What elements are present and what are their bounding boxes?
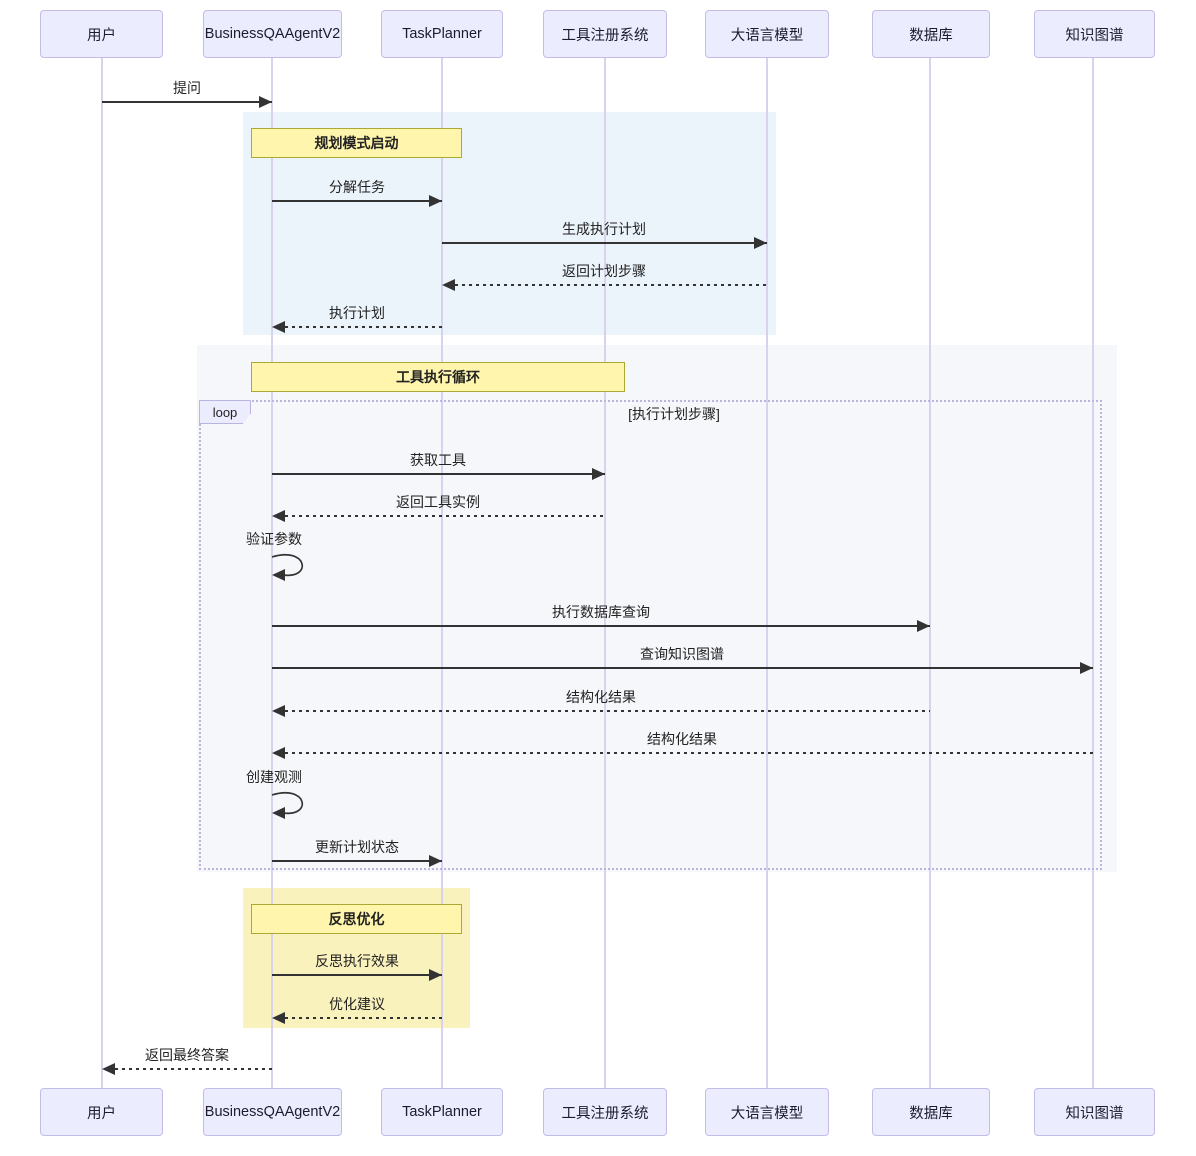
participant-label: 工具注册系统: [561, 27, 649, 44]
message-label: 生成执行计划: [562, 221, 646, 237]
participant-knowledge-graph-top: 知识图谱: [1034, 10, 1155, 58]
participant-database-top: 数据库: [872, 10, 990, 58]
participant-user-bottom: 用户: [40, 1088, 163, 1136]
message-line: [285, 752, 1093, 754]
arrowhead-left-icon: [272, 1012, 285, 1024]
message-label: 分解任务: [329, 179, 385, 195]
participant-label: 用户: [87, 27, 116, 44]
arrowhead-right-icon: [429, 969, 442, 981]
lifeline-tool-registry: [604, 58, 606, 1088]
lifeline-database: [929, 58, 931, 1088]
note-tool-loop: 工具执行循环: [251, 362, 625, 392]
arrowhead-right-icon: [259, 96, 272, 108]
self-loop-arrow-icon: [271, 554, 304, 581]
arrowhead-left-icon: [102, 1063, 115, 1075]
message-line: [272, 473, 605, 475]
message-line: [455, 284, 767, 286]
participant-tool-registry-top: 工具注册系统: [543, 10, 667, 58]
arrowhead-right-icon: [917, 620, 930, 632]
lifeline-businessqaagentv2: [271, 58, 273, 1088]
arrowhead-left-icon: [272, 510, 285, 522]
participant-businessqaagentv2-top: BusinessQAAgentV2: [203, 10, 342, 58]
loop-condition: [执行计划步骤]: [628, 406, 720, 422]
lifeline-llm: [766, 58, 768, 1088]
arrowhead-left-icon: [272, 705, 285, 717]
participant-llm-top: 大语言模型: [705, 10, 829, 58]
arrowhead-left-icon: [442, 279, 455, 291]
note-planning: 规划模式启动: [251, 128, 462, 158]
participant-label: BusinessQAAgentV2: [204, 26, 341, 42]
participant-label: 大语言模型: [730, 1105, 804, 1122]
message-label: 提问: [173, 80, 201, 96]
note-reflection: 反思优化: [251, 904, 462, 934]
participant-taskplanner-bottom: TaskPlanner: [381, 1088, 503, 1136]
arrowhead-right-icon: [429, 855, 442, 867]
message-line: [272, 667, 1093, 669]
participant-label: TaskPlanner: [402, 26, 482, 42]
tool-loop-phase-background: [197, 345, 1117, 872]
message-line: [285, 326, 442, 328]
participant-label: 知识图谱: [1065, 1105, 1124, 1122]
participant-knowledge-graph-bottom: 知识图谱: [1034, 1088, 1155, 1136]
participant-llm-bottom: 大语言模型: [705, 1088, 829, 1136]
message-line: [285, 1017, 442, 1019]
message-label: 反思执行效果: [315, 953, 399, 969]
message-line: [272, 974, 442, 976]
message-line: [285, 515, 605, 517]
message-label: 获取工具: [410, 452, 466, 468]
arrowhead-left-icon: [272, 321, 285, 333]
message-label: 结构化结果: [566, 689, 636, 705]
lifeline-taskplanner: [441, 58, 443, 1088]
participant-label: TaskPlanner: [402, 1104, 482, 1120]
message-label: 更新计划状态: [315, 839, 399, 855]
message-line: [442, 242, 767, 244]
loop-label-tab: loop: [199, 400, 251, 424]
message-label: 创建观测: [246, 769, 302, 785]
message-line: [272, 860, 442, 862]
message-label: 执行数据库查询: [552, 604, 650, 620]
message-label: 结构化结果: [647, 731, 717, 747]
loop-label: loop: [212, 404, 238, 420]
arrowhead-right-icon: [429, 195, 442, 207]
message-label: 查询知识图谱: [640, 646, 724, 662]
participant-label: 工具注册系统: [561, 1105, 649, 1122]
lifeline-knowledge-graph: [1092, 58, 1094, 1088]
message-line: [272, 625, 930, 627]
arrowhead-left-icon: [272, 747, 285, 759]
participant-label: 用户: [87, 1105, 116, 1122]
participant-label: 数据库: [909, 1105, 953, 1122]
self-loop-arrow-icon: [271, 792, 304, 819]
message-line: [115, 1068, 272, 1070]
participant-label: 数据库: [909, 27, 953, 44]
message-line: [272, 200, 442, 202]
participant-label: 知识图谱: [1065, 27, 1124, 44]
arrowhead-right-icon: [1080, 662, 1093, 674]
message-label: 返回计划步骤: [562, 263, 646, 279]
participant-database-bottom: 数据库: [872, 1088, 990, 1136]
message-label: 返回最终答案: [145, 1047, 229, 1063]
participant-businessqaagentv2-bottom: BusinessQAAgentV2: [203, 1088, 342, 1136]
message-label: 执行计划: [329, 305, 385, 321]
participant-label: BusinessQAAgentV2: [204, 1104, 341, 1120]
participant-user-top: 用户: [40, 10, 163, 58]
lifeline-user: [101, 58, 103, 1088]
message-label: 验证参数: [246, 531, 302, 547]
participant-taskplanner-top: TaskPlanner: [381, 10, 503, 58]
loop-frame: loop [执行计划步骤]: [199, 400, 1102, 870]
arrowhead-right-icon: [754, 237, 767, 249]
message-line: [285, 710, 930, 712]
message-label: 优化建议: [329, 996, 385, 1012]
message-line: [102, 101, 272, 103]
arrowhead-right-icon: [592, 468, 605, 480]
participant-tool-registry-bottom: 工具注册系统: [543, 1088, 667, 1136]
participant-label: 大语言模型: [730, 27, 804, 44]
message-label: 返回工具实例: [396, 494, 480, 510]
